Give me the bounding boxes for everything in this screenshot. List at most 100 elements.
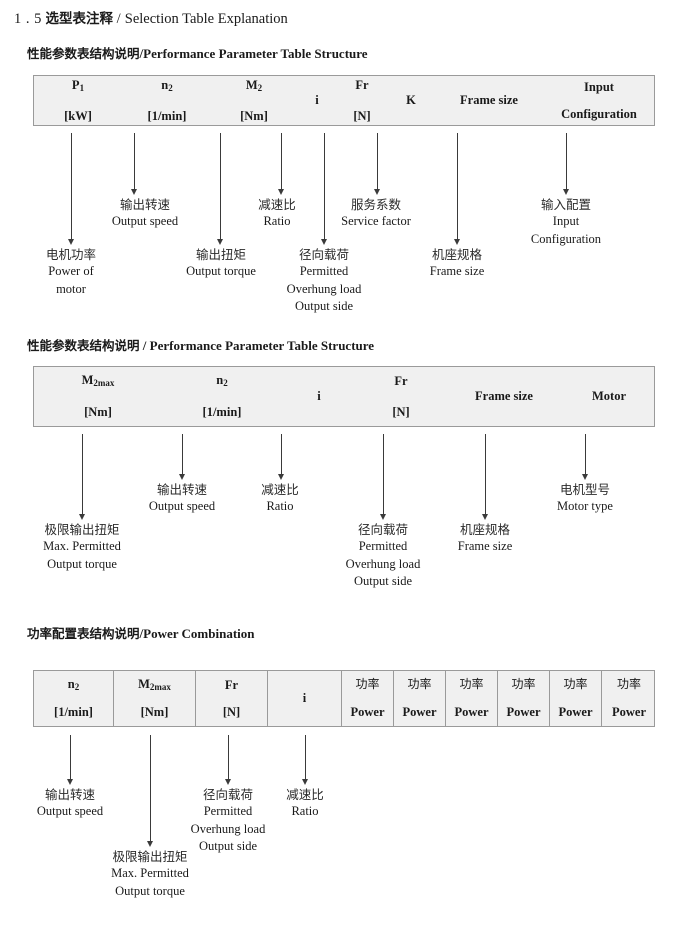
table-1-col-n2-unit: [1/min] [147, 108, 187, 123]
note-1-input-configuration-cn: 输入配置 [540, 197, 592, 212]
block-3-heading-cn: 功率配置表结构说明 [27, 626, 140, 641]
table-3-col-n2-symbol: n2 [67, 677, 80, 693]
note-1-power-of-motor-en-2: motor [56, 281, 86, 296]
table-2-col-m2max-symbol: M2max [81, 373, 115, 389]
note-2-motor-type-en-1: Motor type [557, 499, 613, 514]
note-2-overhung-load-cn: 径向载荷 [357, 522, 409, 537]
table-1-col-fr-unit: [N] [353, 108, 371, 123]
arrow-down-icon-2-6 [581, 434, 590, 480]
table-2-col-motor-symbol: Motor [591, 389, 626, 404]
note-2-ratio: 减速比 Ratio [261, 481, 299, 516]
table-2-col-frame-size-symbol: Frame size [475, 389, 533, 404]
table-3-col-m2max: M2max [Nm] [113, 671, 195, 726]
note-2-overhung-load-en-1: Permitted [358, 539, 408, 554]
note-3-output-speed: 输出转速 Output speed [37, 786, 103, 821]
table-1-col-n2-symbol: n2 [161, 78, 173, 93]
block-1-heading: 性能参数表结构说明/Performance Parameter Table St… [27, 43, 368, 62]
table-3-col-m2max-symbol: M2max [138, 677, 171, 693]
note-1-output-speed-en-1: Output speed [111, 214, 179, 229]
note-3-ratio-en-1: Ratio [291, 804, 319, 819]
arrow-down-icon-2-3 [277, 434, 286, 480]
table-3-col-power-1-en: Power [350, 704, 385, 719]
arrow-down-icon-2-5 [481, 434, 490, 520]
note-2-max-permitted-output-torque-cn: 极限输出扭矩 [44, 522, 120, 537]
section-title-cn: 选型表注释 [45, 11, 114, 27]
table-3-col-power-3-cn: 功率 [459, 677, 484, 692]
note-1-output-torque-cn: 输出扭矩 [195, 247, 247, 262]
note-1-overhung-load-en-3: Output side [295, 298, 353, 313]
note-1-input-configuration-en-2: Configuration [530, 231, 602, 246]
note-2-motor-type: 电机型号 Motor type [557, 481, 613, 516]
note-1-frame-size-cn: 机座规格 [431, 247, 482, 262]
arrow-down-icon-1-6 [373, 133, 382, 195]
note-3-max-permitted-output-torque-en-1: Max. Permitted [111, 866, 189, 881]
table-3-col-fr: Fr [N] [195, 671, 267, 726]
arrow-down-icon-3-3 [224, 735, 233, 785]
note-2-max-permitted-output-torque-en-2: Output torque [47, 556, 117, 571]
block-1-heading-cn: 性能参数表结构说明 [27, 46, 140, 61]
arrow-down-icon-1-1 [67, 133, 76, 245]
note-3-overhung-load-en-1: Permitted [203, 804, 253, 819]
table-3-col-power-5-cn: 功率 [563, 677, 588, 692]
table-3-col-power-6: 功率 Power [601, 671, 656, 726]
note-1-service-factor: 服务系数 Service factor [341, 196, 411, 231]
table-3-col-i: i [267, 671, 341, 726]
note-3-overhung-load-en-2: Overhung load [190, 821, 266, 836]
note-1-overhung-load-en-2: Overhung load [286, 281, 362, 296]
note-2-frame-size: 机座规格 Frame size [458, 521, 513, 556]
table-3-col-fr-unit: [N] [222, 705, 241, 719]
arrow-down-icon-1-8 [562, 133, 571, 195]
table-3-col-power-6-en: Power [611, 704, 646, 719]
note-2-frame-size-en-1: Frame size [457, 539, 513, 554]
note-1-overhung-load: 径向载荷 Permitted Overhung load Output side [287, 246, 362, 315]
table-1-col-m2-symbol: M2 [245, 78, 263, 93]
arrow-down-icon-2-4 [379, 434, 388, 520]
note-1-overhung-load-cn: 径向载荷 [298, 247, 350, 262]
note-1-overhung-load-en-1: Permitted [299, 264, 349, 279]
note-1-frame-size-en-1: Frame size [429, 264, 485, 279]
note-3-output-speed-en-1: Output speed [36, 804, 104, 819]
table-3-col-power-1: 功率 Power [341, 671, 393, 726]
table-3-col-power-2: 功率 Power [393, 671, 445, 726]
note-1-output-speed: 输出转速 Output speed [112, 196, 178, 231]
note-3-overhung-load: 径向载荷 Permitted Overhung load Output side [191, 786, 266, 855]
table-3-col-n2-unit: [1/min] [54, 705, 93, 720]
note-1-frame-size: 机座规格 Frame size [430, 246, 485, 281]
table-3-col-power-4-cn: 功率 [511, 677, 536, 692]
table-2-col-i: i [282, 367, 356, 426]
block-2-heading-separator: / [142, 338, 147, 353]
performance-parameter-table-2: M2max [Nm] n2 [1/min] i Fr [N] Frame siz… [33, 366, 655, 427]
block-1-heading-en: Performance Parameter Table Structure [143, 46, 368, 61]
block-1-heading-separator: / [139, 46, 144, 61]
table-2-col-m2max: M2max [Nm] [34, 367, 162, 426]
section-title-en: Selection Table Explanation [124, 11, 288, 27]
note-3-overhung-load-cn: 径向载荷 [202, 787, 254, 802]
note-1-input-configuration: 输入配置 Input Configuration [531, 196, 601, 248]
table-1-col-n2: n2 [1/min] [122, 76, 212, 125]
note-2-overhung-load-en-3: Output side [354, 573, 412, 588]
power-combination-table-3: n2 [1/min] M2max [Nm] Fr [N] i 功率 Power … [33, 670, 655, 727]
note-2-ratio-en-1: Ratio [266, 499, 294, 514]
note-3-ratio: 减速比 Ratio [286, 786, 324, 821]
note-1-output-speed-cn: 输出转速 [119, 197, 170, 212]
arrow-down-icon-1-5 [320, 133, 329, 245]
note-1-ratio: 减速比 Ratio [258, 196, 296, 231]
table-2-col-motor: Motor [562, 367, 656, 426]
table-1-col-input-configuration: Input Configuration [542, 76, 656, 125]
table-1-col-p1: P1 [kW] [34, 76, 122, 125]
arrow-down-icon-3-4 [301, 735, 310, 785]
note-3-ratio-cn: 减速比 [286, 787, 324, 802]
table-2-col-i-symbol: i [317, 389, 321, 404]
arrow-down-icon-1-3 [216, 133, 225, 245]
table-3-col-i-symbol: i [302, 691, 307, 706]
table-1-col-i: i [296, 76, 338, 125]
note-1-service-factor-cn: 服务系数 [350, 197, 402, 212]
table-3-col-power-3-en: Power [454, 704, 489, 719]
block-2-heading-cn: 性能参数表结构说明 [27, 338, 140, 353]
table-1-col-input-configuration-unit: Configuration [561, 107, 637, 121]
table-2-col-n2-unit: [1/min] [202, 405, 242, 420]
performance-parameter-table-1: P1 [kW] n2 [1/min] M2 [Nm] i Fr [N] K Fr… [33, 75, 655, 126]
note-2-ratio-cn: 减速比 [261, 482, 299, 497]
note-1-power-of-motor-cn: 电机功率 [45, 247, 97, 262]
